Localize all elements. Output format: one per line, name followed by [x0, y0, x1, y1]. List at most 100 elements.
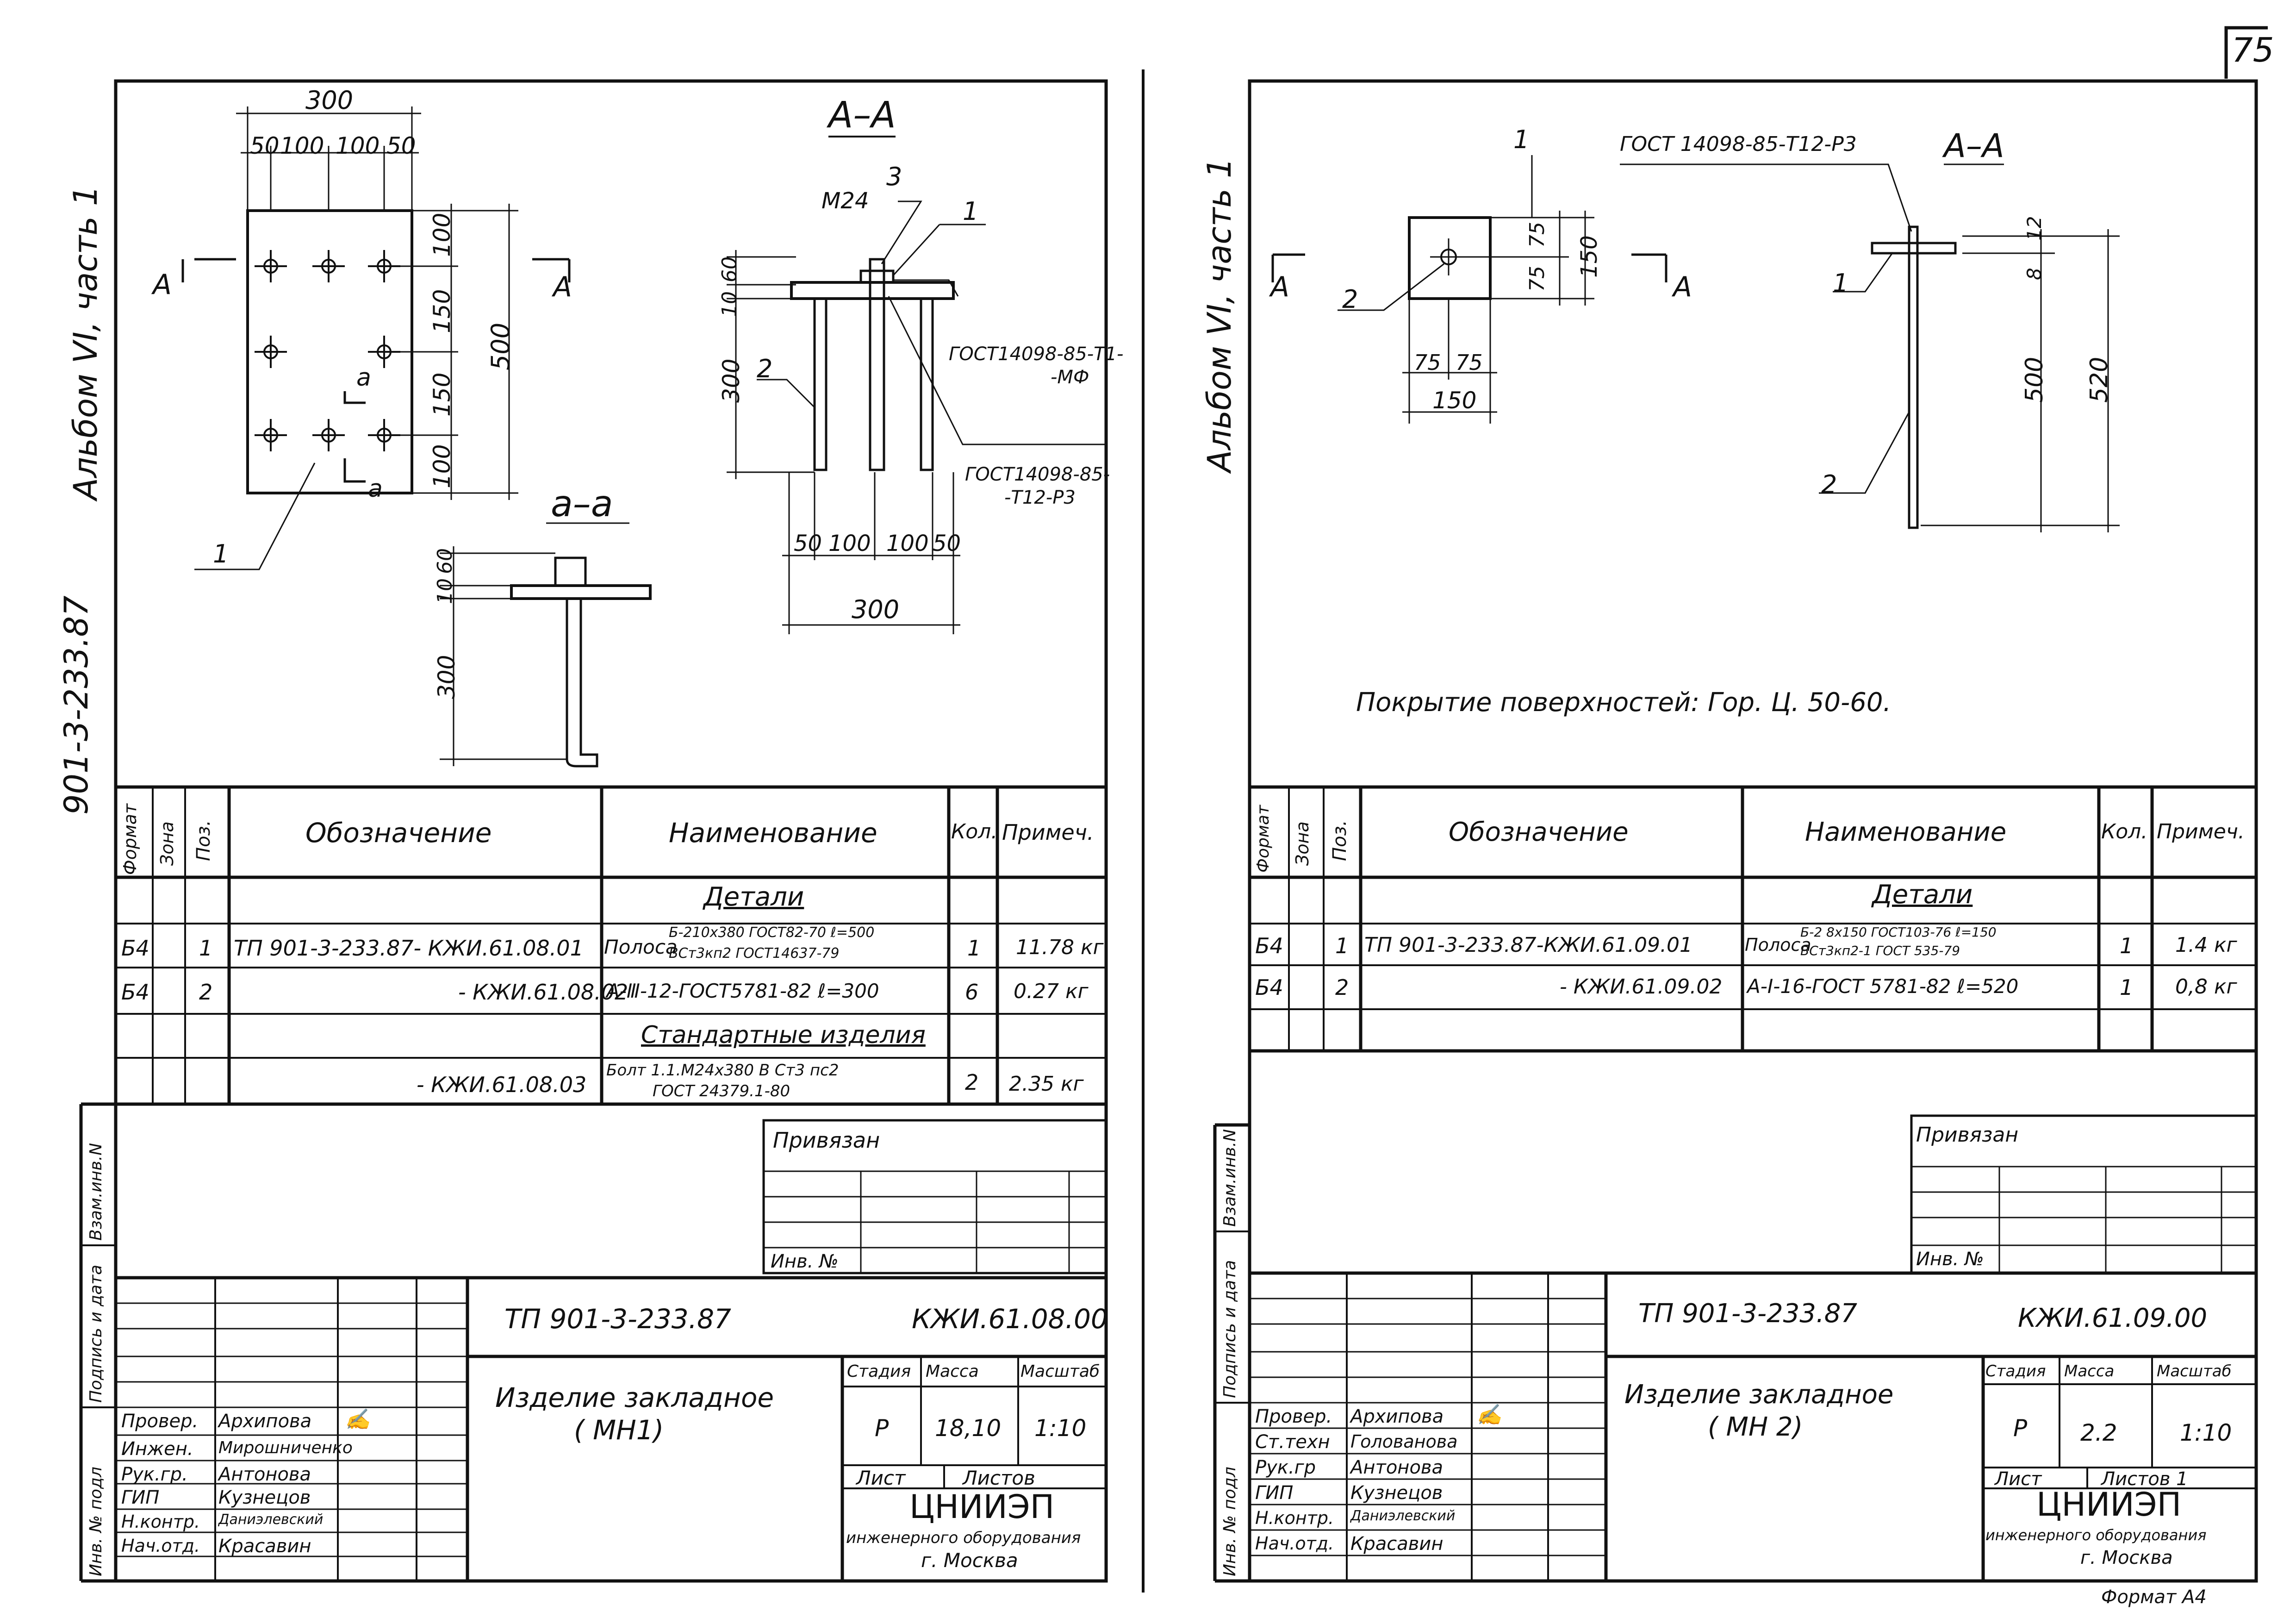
callout-2-section: 2	[757, 354, 773, 383]
stamp-org2-left: инженерного оборудования	[846, 1529, 1081, 1547]
spec-h-zone: Зона	[157, 821, 177, 866]
r-dim-500: 500	[2021, 356, 2048, 403]
r-callout-1-section: 1	[1833, 269, 1849, 298]
role-0-right: Провер.	[1255, 1406, 1332, 1427]
r-dim-75b: 75	[1525, 266, 1549, 292]
r-spec-h-name: Наименование	[1805, 817, 2007, 847]
sheet-number: 75	[2232, 31, 2274, 69]
callout-3: 3	[886, 162, 902, 191]
r-spec-h-pos: Поз.	[1329, 820, 1350, 861]
spec-row1-note: 11.78 кг	[1016, 936, 1104, 959]
spec-h-qty: Кол.	[951, 820, 998, 843]
r-dim-12: 12	[2023, 216, 2046, 241]
dim-100b: 100	[336, 132, 380, 159]
stamp-mass-right: 2.2	[2080, 1419, 2117, 1446]
r-spec-row1-designation: ТП 901-3-233.87-КЖИ.61.09.01	[1364, 933, 1692, 957]
callout-m24: М24	[821, 188, 869, 214]
name-3-left: Кузнецов	[218, 1487, 311, 1508]
r-callout-2: 2	[1342, 285, 1358, 314]
stamp-h-mass-left: Масса	[926, 1362, 979, 1381]
stamp-inv-left: Инв. №	[771, 1251, 839, 1272]
spec-row1-format: Б4	[121, 936, 149, 961]
section-title-AA-left: А–А	[828, 94, 896, 136]
r-spec-row1-qty: 1	[2120, 933, 2134, 958]
role-4-right: Н.контр.	[1255, 1508, 1334, 1528]
stamp-doc-left: КЖИ.61.08.00	[912, 1303, 1108, 1335]
cut-label-right: А	[553, 271, 572, 303]
r-spec-row2-name: А-I-16-ГОСТ 5781-82 ℓ=520	[1747, 975, 2019, 998]
r-spec-row2-designation: - КЖИ.61.09.02	[1560, 975, 1723, 999]
stamp-privyazan-right: Привязан	[1916, 1123, 2019, 1147]
r-spec-group-details: Детали	[1872, 880, 1973, 910]
side-inv-right: Инв. № подл	[1220, 1467, 1239, 1576]
cut-small-a-bottom: а	[368, 475, 383, 503]
name-4-right: Даниэлевский	[1350, 1508, 1456, 1524]
r-dim-150r: 150	[1576, 235, 1602, 278]
role-2-right: Рук.гр	[1255, 1457, 1316, 1478]
role-1-left: Инжен.	[121, 1438, 193, 1460]
spec-row1-name-a: Полоса	[604, 936, 678, 958]
role-5-right: Нач.отд.	[1255, 1533, 1334, 1554]
name-0-left: Архипова	[218, 1411, 312, 1432]
signature-right: ✍	[1476, 1403, 1502, 1427]
stamp-title1-left: Изделие закладное	[495, 1382, 774, 1413]
r-spec-row2-pos: 2	[1335, 975, 1349, 1000]
r-dim-150b: 150	[1432, 387, 1477, 414]
stamp-org3-left: г. Москва	[921, 1549, 1018, 1572]
cut-label-left: А	[153, 269, 172, 301]
spec-h-note: Примеч.	[1002, 820, 1094, 845]
callout-gost1b: -МФ	[1051, 367, 1089, 388]
spec-row2-qty: 6	[965, 980, 979, 1005]
role-2-left: Рук.гр.	[121, 1464, 188, 1485]
spec-h-pos: Поз.	[193, 820, 214, 861]
r-cut-label-left: А	[1270, 271, 1290, 303]
stamp-mass-left: 18,10	[935, 1415, 1002, 1442]
dim-aa-60: 60	[433, 548, 457, 574]
name-5-right: Красавин	[1350, 1533, 1444, 1555]
dim-sec-b50b: 50	[933, 531, 961, 556]
r-callout-gost: ГОСТ 14098-85-Т12-Р3	[1620, 132, 1857, 156]
r-spec-row2-note: 0,8 кг	[2175, 975, 2237, 999]
left-margin-album: Альбом VI, часть 1	[67, 185, 105, 500]
spec-row1-name-b: Б-210х380 ГОСТ82-70 ℓ=500	[669, 924, 875, 941]
stamp-h-scale-right: Масштаб	[2157, 1362, 2232, 1380]
stamp-stage-right: Р	[2013, 1415, 2028, 1442]
dim-50b: 50	[386, 132, 416, 159]
spec-row2-name: А-Ⅲ-12-ГОСТ5781-82 ℓ=300	[606, 980, 879, 1002]
role-3-left: ГИП	[121, 1487, 160, 1508]
r-callout-1: 1	[1513, 125, 1530, 154]
stamp-org1-left: ЦНИИЭП	[909, 1488, 1055, 1526]
name-4-left: Даниэлевский	[218, 1512, 324, 1528]
stamp-h-scale-left: Масштаб	[1020, 1362, 1100, 1381]
side-inv-left: Инв. № подл	[87, 1467, 106, 1576]
r-dim-8: 8	[2023, 268, 2046, 280]
r-spec-row1-name-a: Полоса	[1745, 935, 1811, 955]
name-2-left: Антонова	[218, 1464, 311, 1485]
stamp-h-stage-left: Стадия	[847, 1362, 911, 1381]
stamp-scale-left: 1:10	[1034, 1415, 1087, 1442]
right-margin-album: Альбом VI, часть 1	[1201, 157, 1238, 472]
section-title-aa: а–а	[551, 483, 613, 525]
spec-std-name-a: Болт 1.1.М24х380 В Ст3 пс2	[606, 1061, 839, 1080]
name-3-right: Кузнецов	[1350, 1482, 1443, 1504]
stamp-h-mass-right: Масса	[2064, 1362, 2115, 1380]
r-dim-75a: 75	[1525, 222, 1549, 248]
spec-std-qty: 2	[965, 1070, 979, 1095]
dim-sec-10: 10	[718, 291, 741, 317]
dim-sec-60: 60	[718, 256, 741, 282]
r-cut-label-right: А	[1673, 271, 1692, 303]
dim-r150b: 150	[429, 372, 455, 417]
dim-sec-b50a: 50	[794, 531, 822, 556]
stamp-title2-right: ( МН 2)	[1708, 1412, 1803, 1442]
dim-aa-10: 10	[433, 578, 457, 604]
r-spec-h-note: Примеч.	[2157, 820, 2245, 843]
spec-std-name-b: ГОСТ 24379.1-80	[653, 1082, 790, 1100]
stamp-doc-right: КЖИ.61.09.00	[2018, 1303, 2208, 1333]
stamp-org2-right: инженерного оборудования	[1985, 1526, 2207, 1544]
stamp-title1-right: Изделие закладное	[1624, 1380, 1894, 1410]
r-spec-h-format: Формат	[1254, 805, 1273, 873]
dim-sec-300: 300	[718, 358, 745, 403]
role-0-left: Провер.	[121, 1411, 199, 1432]
left-margin-code: 901-3-233.87	[57, 595, 95, 815]
dim-r150a: 150	[429, 289, 455, 333]
